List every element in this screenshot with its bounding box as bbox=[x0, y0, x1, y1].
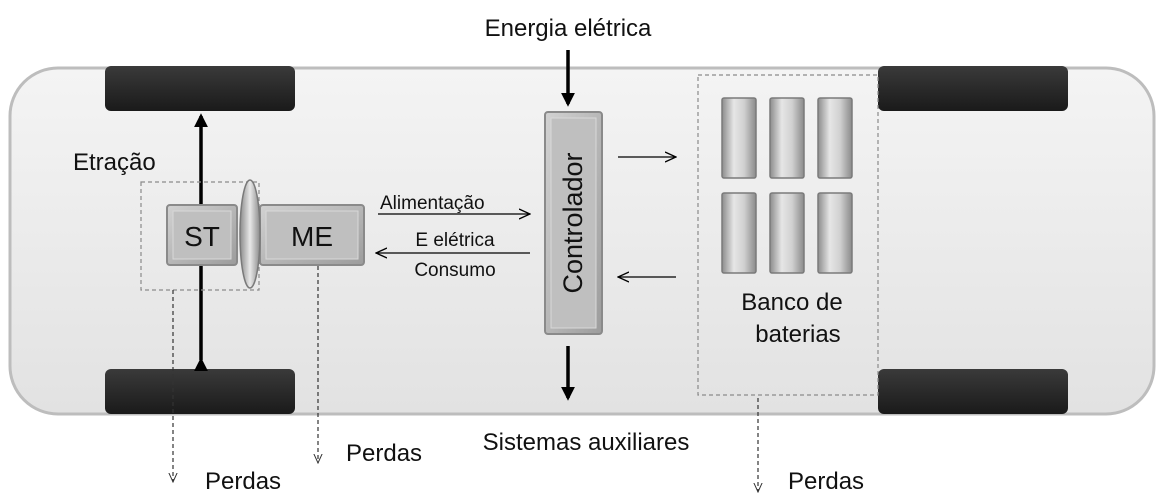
battery-cell bbox=[721, 192, 757, 274]
battery-cell bbox=[817, 97, 853, 179]
clutch-disc bbox=[239, 179, 261, 289]
loss-label-left: Perdas bbox=[205, 468, 281, 495]
tire-front-right bbox=[878, 66, 1068, 111]
tire-rear-left bbox=[105, 369, 295, 414]
loss-label-right: Perdas bbox=[788, 468, 864, 495]
battery-bank-label-line1: Banco de bbox=[741, 289, 842, 316]
energy-input-label: Energia elétrica bbox=[485, 15, 652, 42]
battery-cells bbox=[721, 97, 853, 274]
battery-cell bbox=[769, 97, 805, 179]
loss-label-middle: Perdas bbox=[346, 440, 422, 467]
feed-label: Alimentação bbox=[380, 193, 485, 214]
tire-front-left bbox=[105, 66, 295, 111]
st-label: ST bbox=[184, 221, 220, 252]
battery-bank-border bbox=[697, 74, 879, 396]
me-label: ME bbox=[291, 221, 333, 252]
traction-label: Etração bbox=[73, 149, 156, 176]
battery-cell bbox=[817, 192, 853, 274]
battery-bank-label-line2: baterias bbox=[755, 321, 840, 348]
controller-label: Controlador bbox=[558, 152, 588, 293]
battery-cell bbox=[769, 192, 805, 274]
tire-rear-right bbox=[878, 369, 1068, 414]
consumption-label: Consumo bbox=[414, 260, 495, 281]
auxiliary-systems-label: Sistemas auxiliares bbox=[483, 429, 690, 456]
battery-cell bbox=[721, 97, 757, 179]
electric-energy-label: E elétrica bbox=[415, 230, 495, 251]
